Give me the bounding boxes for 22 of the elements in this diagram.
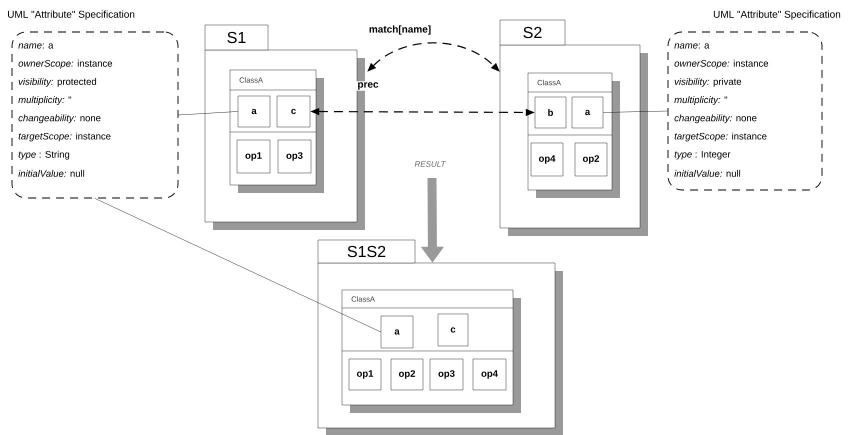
member-box: a (572, 96, 604, 128)
member-box: b (534, 96, 566, 128)
member-box: op1 (236, 140, 270, 174)
node-label: S1S2 (348, 246, 386, 258)
member-box: op1 (348, 358, 382, 390)
member-box: op3 (430, 358, 464, 390)
member-box: c (438, 314, 468, 346)
member-box: a (238, 96, 270, 128)
specification-note: UML "Attribute" Specification name: a ownerScope: instance visibility: protected multiplicity: " changeability: none targetScope: instance type : String initialValue: null (8, 10, 178, 198)
node-label: S2 (523, 26, 542, 38)
edge-label: RESULT (414, 160, 446, 168)
member-box: op4 (530, 142, 564, 176)
specification-note: UML "Attribute" Specification name: a ownerScope: instance visibility: private multiplicity: " changeability: none targetScope: instance type : Integer initialValue: null (668, 10, 840, 190)
node-label: S1 (227, 32, 246, 44)
member-box: op2 (390, 358, 424, 390)
member-box: op2 (574, 142, 608, 176)
member-box: op3 (278, 140, 312, 174)
edge-label: match[name] (368, 24, 432, 36)
member-box: a (380, 316, 414, 348)
member-box: c (276, 96, 310, 128)
edge-label: prec (356, 81, 380, 91)
member-box: op4 (472, 358, 506, 390)
